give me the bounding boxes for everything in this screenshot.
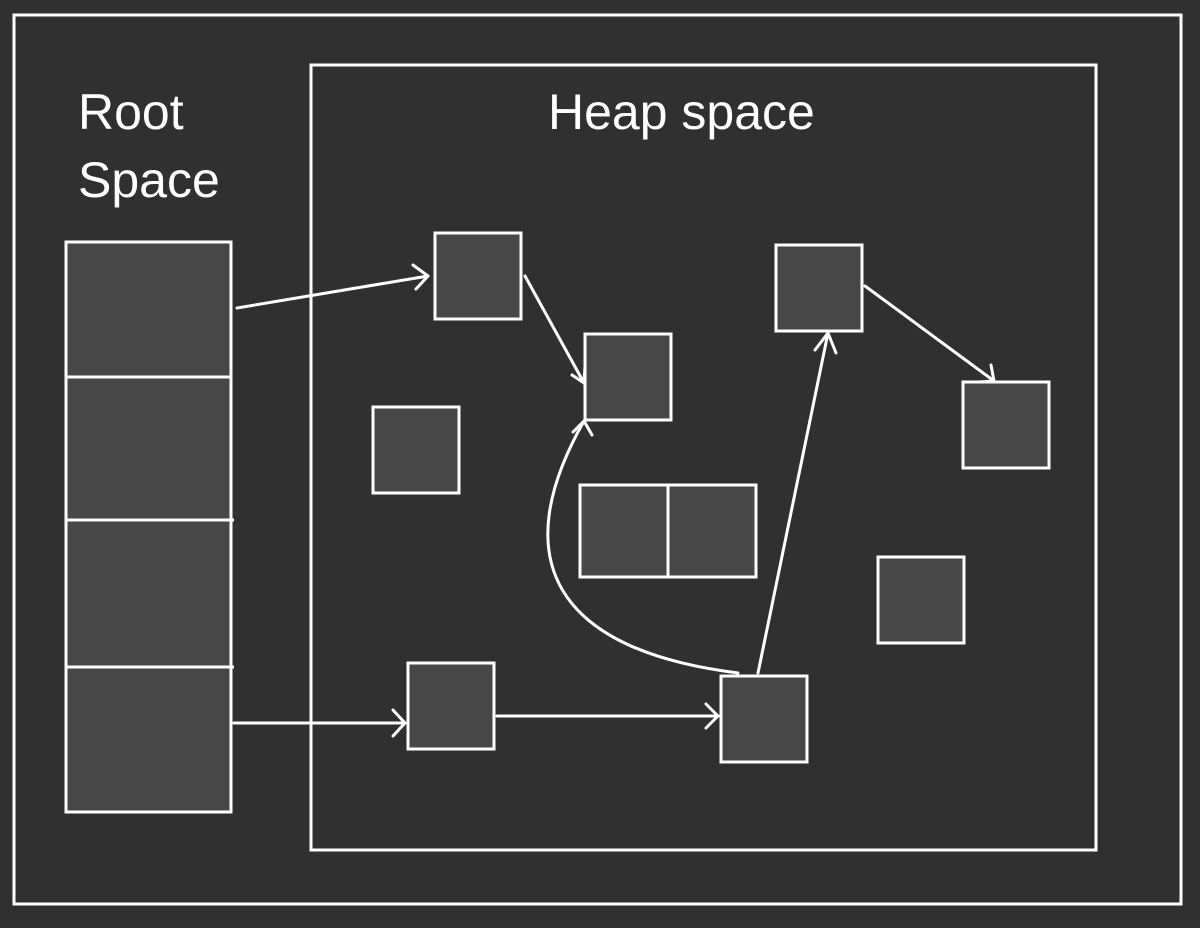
heap-object-i	[719, 674, 809, 764]
reference-arrow	[235, 263, 430, 310]
root-space-title-line2: Space	[78, 152, 220, 208]
heap-object-b	[583, 332, 673, 422]
heap-space-title: Heap space	[548, 84, 815, 140]
heap-object-a	[433, 231, 523, 321]
reference-arrow	[495, 702, 720, 730]
outer-frame	[12, 13, 1183, 906]
reference-arrow	[756, 331, 838, 675]
heap-object-d	[371, 405, 461, 495]
root-space-stack	[64, 240, 234, 814]
heap-object-f-pair	[578, 483, 758, 579]
heap-object-f-left	[578, 483, 670, 579]
reference-arrow	[546, 419, 740, 675]
root-stack-frame	[64, 240, 233, 814]
heap-space-frame	[309, 63, 1098, 852]
reference-arrow	[863, 284, 996, 384]
root-space-title-line1: Root	[78, 84, 184, 140]
heap-object-f-right	[666, 483, 758, 579]
heap-object-e	[961, 380, 1051, 470]
heap-object-g	[876, 555, 966, 645]
reference-arrow	[523, 274, 587, 385]
heap-object-c	[774, 243, 864, 333]
reference-arrow	[232, 708, 407, 738]
heap-object-h	[406, 661, 496, 751]
reference-arrows	[232, 263, 996, 738]
heap-objects	[371, 231, 1051, 764]
